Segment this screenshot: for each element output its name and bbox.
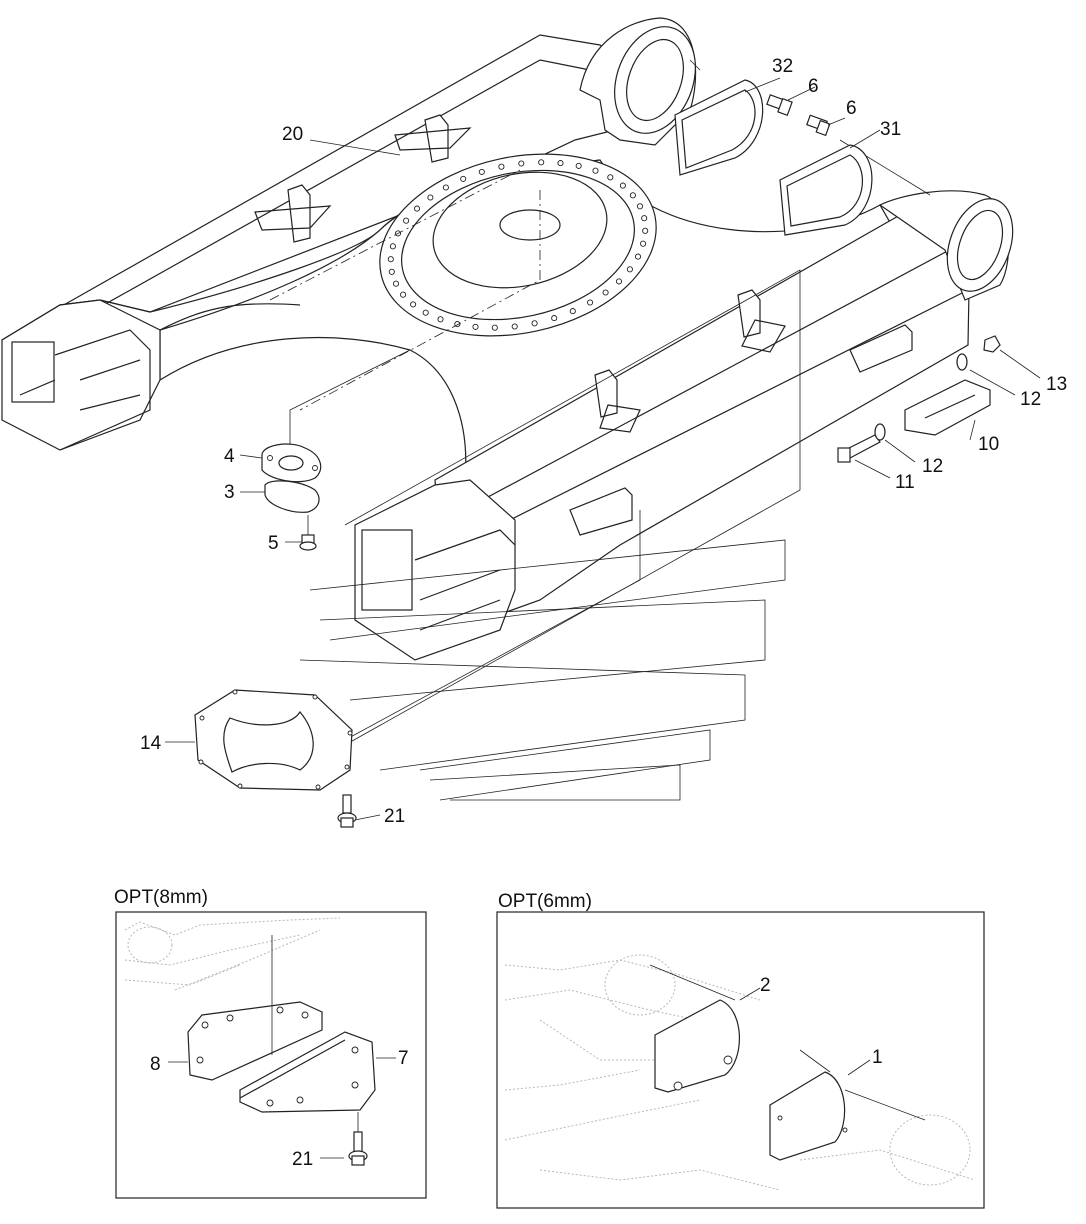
bearing-bolt-hole (472, 323, 479, 330)
part-3-cover-plate (264, 480, 320, 513)
bearing-bolt-hole (629, 192, 636, 199)
label-part-8: 8 (150, 1054, 161, 1075)
label-part-4: 4 (224, 446, 235, 467)
bearing-bolt-hole (400, 291, 407, 298)
label-part-14: 14 (140, 733, 162, 754)
bearing-bolt-hole (619, 182, 626, 189)
bearing-bolt-hole (602, 289, 609, 296)
bearing-bolt-hole (403, 217, 410, 224)
bearing-bolt-hole (437, 316, 444, 323)
bearing-bolt-hole (427, 194, 434, 201)
bearing-bolt-hole (538, 159, 545, 166)
bearing-bolt-hole (575, 162, 582, 169)
part-31-seal-frame (779, 144, 873, 236)
lower-frame-assembly (1, 17, 1014, 801)
bearing-bolt-hole (569, 308, 576, 315)
label-part-3: 3 (224, 482, 235, 503)
bearing-bolt-hole (389, 243, 396, 250)
label-part-6a: 6 (808, 76, 819, 97)
bearing-bolt-hole (422, 309, 429, 316)
label-part-12b: 12 (922, 456, 943, 477)
part-6-bolt-b (806, 114, 831, 137)
part-21-bolt-main (337, 794, 357, 828)
bearing-bolt-hole (636, 203, 644, 210)
inset-opt-6mm-title: OPT(6mm) (498, 891, 592, 912)
inset-opt-8mm-title: OPT(8mm) (114, 887, 208, 908)
part-10-track-guard (904, 379, 991, 436)
part-12-washer-a (874, 423, 886, 441)
bearing-bolt-hole (511, 323, 518, 330)
bearing-bolt-hole (615, 278, 623, 285)
label-part-2: 2 (760, 975, 771, 996)
bearing-bolt-hole (518, 160, 525, 167)
bearing-bolt-hole (498, 163, 505, 170)
bearing-bolt-hole (491, 324, 498, 331)
bearing-bolt-hole (592, 167, 599, 174)
bearing-bolt-hole (388, 268, 395, 275)
bearing-bolt-hole (640, 240, 647, 247)
label-part-12a: 12 (1020, 389, 1041, 410)
bearing-bolt-hole (626, 266, 633, 273)
part-5-bolt (299, 515, 317, 551)
label-part-5: 5 (268, 533, 279, 554)
bearing-bolt-hole (531, 320, 538, 327)
part-14-under-cover (194, 689, 353, 791)
label-part-11: 11 (895, 472, 915, 493)
bearing-bolt-hole (460, 175, 467, 182)
part-4-gasket (261, 443, 322, 483)
part-13-nut (983, 335, 1001, 353)
bearing-bolt-hole (413, 205, 421, 212)
bearing-bolt-hole (478, 168, 485, 175)
part-11-bolt (837, 434, 881, 463)
callouts-main: 20 32 6 6 31 13 12 10 12 11 4 3 5 14 21 (140, 56, 1067, 827)
label-part-7: 7 (398, 1048, 409, 1069)
bearing-bolt-hole (557, 160, 564, 167)
label-part-20: 20 (282, 124, 303, 145)
label-part-21-main: 21 (384, 806, 405, 827)
label-part-10: 10 (978, 434, 999, 455)
bearing-bolt-hole (642, 227, 649, 234)
label-part-21-opt8: 21 (292, 1149, 313, 1170)
bearing-bolt-hole (392, 280, 400, 287)
part-32-seal-frame (674, 79, 764, 176)
bearing-bolt-hole (607, 174, 614, 181)
bearing-bolt-hole (641, 215, 648, 222)
inset-opt-6mm: OPT(6mm) 2 1 (496, 891, 985, 1209)
label-part-31: 31 (880, 119, 901, 140)
bearing-bolt-hole (410, 301, 417, 308)
label-part-6b: 6 (846, 98, 857, 119)
part-12-washer-b (956, 353, 968, 371)
inset-opt-8mm: OPT(8mm) 8 7 21 (114, 887, 427, 1199)
bearing-bolt-hole (387, 256, 394, 263)
label-part-1: 1 (872, 1047, 883, 1068)
bearing-bolt-hole (634, 253, 642, 260)
bearing-bolt-hole (587, 299, 594, 306)
part-6-bolt-a (766, 94, 793, 117)
bearing-bolt-hole (442, 184, 449, 191)
bearing-bolt-holes (387, 159, 649, 331)
label-part-32: 32 (772, 56, 793, 77)
bearing-bolt-hole (551, 315, 558, 322)
label-part-13: 13 (1046, 374, 1067, 395)
